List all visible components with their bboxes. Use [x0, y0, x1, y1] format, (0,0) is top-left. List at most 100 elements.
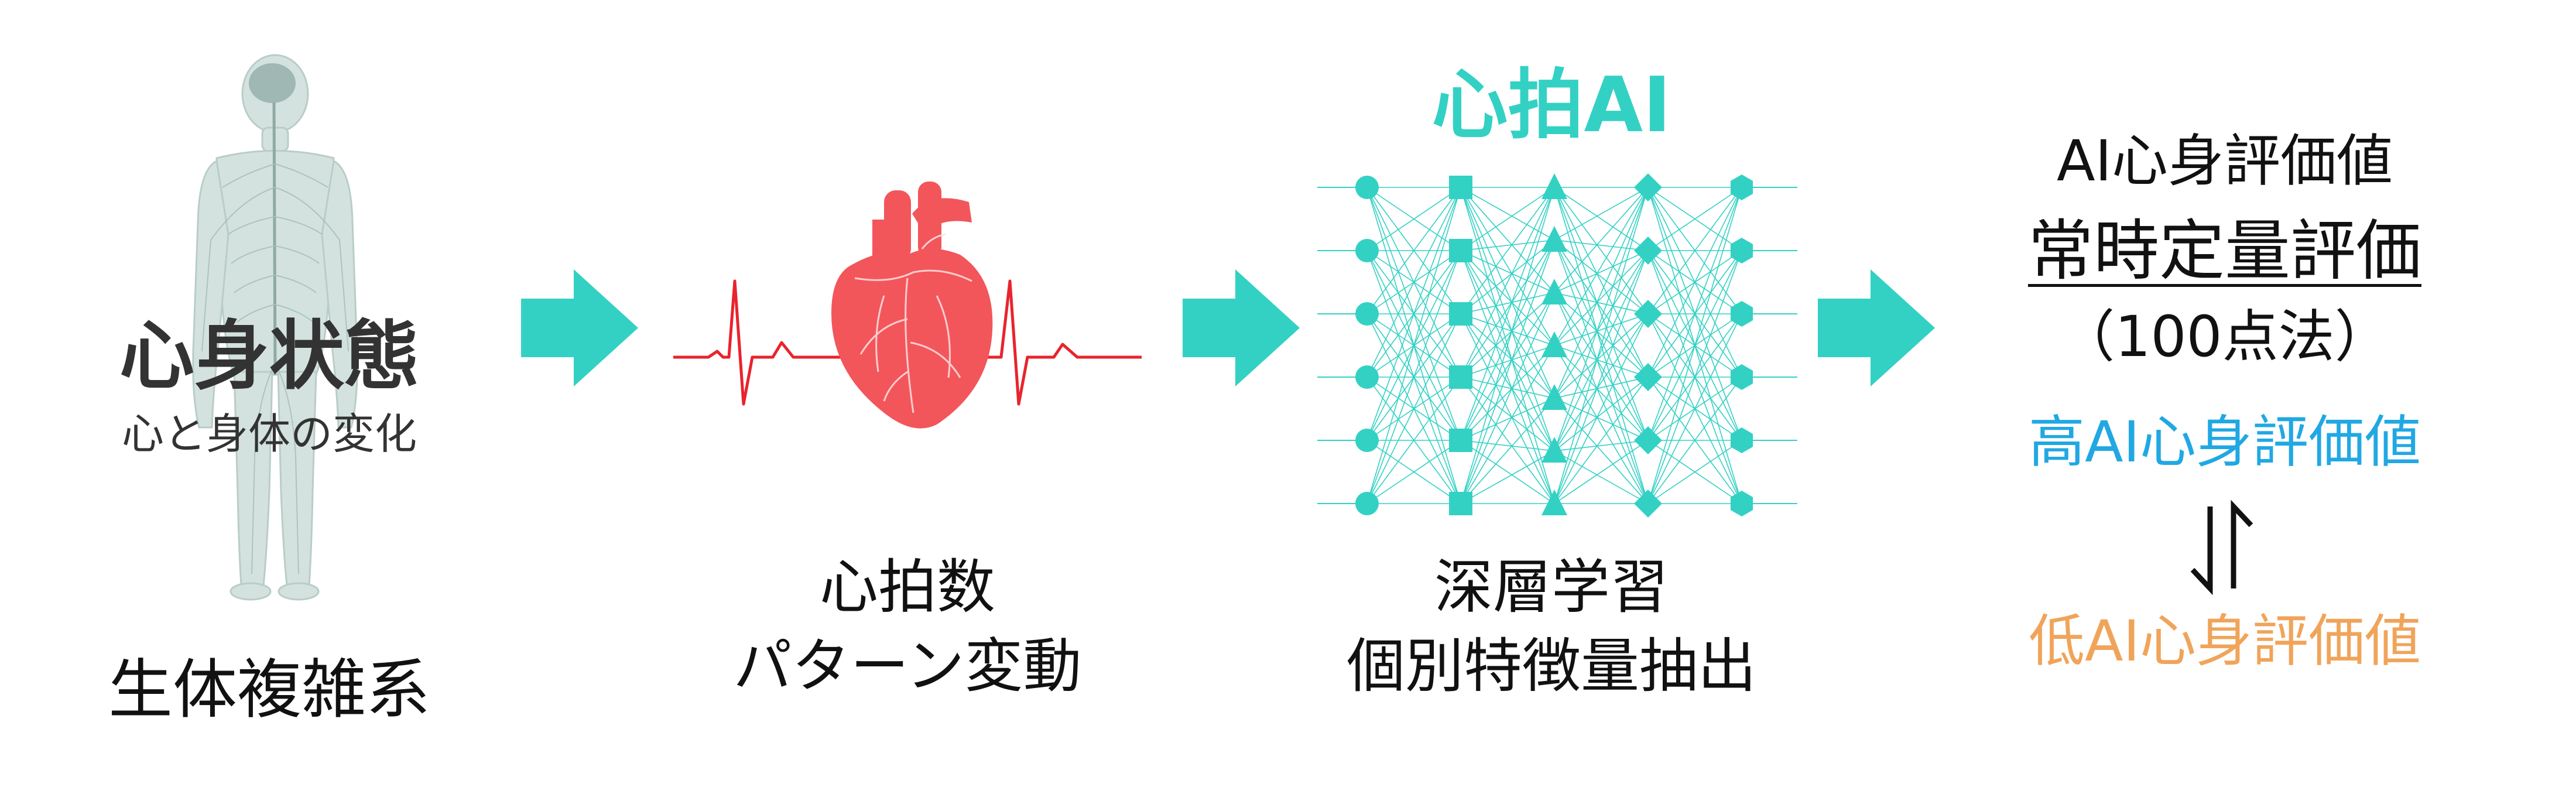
network-connection [1366, 187, 1461, 251]
network-connection [1366, 187, 1461, 441]
network-connection [1460, 313, 1555, 399]
network-connection [1460, 250, 1555, 504]
network-connection [1460, 398, 1555, 441]
network-connection [1554, 239, 1649, 314]
network-node-square [1449, 365, 1472, 389]
arrow-right-icon [521, 269, 638, 386]
network-connection [1554, 450, 1649, 504]
network-node-triangle [1542, 331, 1567, 357]
network-node-hexagon [1730, 364, 1753, 390]
network-connection [1366, 313, 1461, 504]
network-connection [1554, 239, 1649, 441]
network-node-triangle [1542, 384, 1567, 410]
network-node-triangle [1542, 437, 1567, 463]
network-node-diamond [1634, 490, 1662, 518]
arrow-right-icon [1818, 269, 1935, 386]
network-node-circle [1355, 365, 1379, 389]
network-connection [1460, 239, 1555, 378]
network-connection [1460, 187, 1555, 346]
network-connection [1554, 345, 1649, 441]
network-connection [1460, 187, 1555, 378]
arrow-right-icon [1183, 269, 1300, 386]
network-node-diamond [1634, 363, 1662, 391]
network-connection [1460, 313, 1555, 451]
network-node-diamond [1634, 237, 1662, 265]
network-connection [1554, 345, 1649, 378]
network-node-square [1449, 302, 1472, 326]
network-connection [1460, 250, 1555, 346]
network-connection [1554, 398, 1649, 504]
network-connection [1554, 187, 1649, 399]
network-connection [1366, 377, 1461, 504]
network-node-circle [1355, 239, 1379, 262]
network-connection [1554, 187, 1649, 378]
result-heading: AI心身評価値 [2057, 128, 2393, 194]
network-node-square [1449, 492, 1472, 515]
network-node-square [1449, 176, 1472, 199]
network-connection [1460, 440, 1555, 451]
body-caption: 生体複雑系 [108, 652, 430, 727]
network-connection [1460, 345, 1555, 378]
network-connection [1554, 345, 1649, 504]
network-connection [1460, 187, 1555, 441]
network-connection [1460, 377, 1555, 399]
network-node-square [1449, 239, 1472, 262]
network-connection [1554, 292, 1649, 504]
body-state-title: 心身状態 [119, 313, 419, 400]
network-connection [1554, 292, 1649, 441]
network-node-diamond [1634, 426, 1662, 454]
network-connection [1460, 313, 1555, 504]
network-node-hexagon [1730, 427, 1753, 453]
up-down-equilibrium-arrows-icon [2190, 499, 2253, 596]
heart-caption-line2: パターン変動 [733, 632, 1082, 700]
network-connection [1554, 250, 1649, 346]
network-node-square [1449, 429, 1472, 452]
network-connection [1460, 250, 1555, 293]
network-connection [1647, 377, 1742, 504]
network-connection [1460, 250, 1555, 451]
network-node-triangle [1542, 226, 1567, 252]
network-connection [1460, 239, 1555, 251]
network-connection [1554, 398, 1649, 441]
network-connection [1366, 440, 1461, 504]
network-connection [1460, 239, 1555, 314]
low-score-label: 低AI心身評価値 [2029, 608, 2421, 674]
network-connection [1460, 313, 1555, 346]
network-connection [1647, 250, 1742, 504]
network-connection [1554, 250, 1649, 293]
network-connection [1554, 313, 1649, 399]
network-connection [1460, 239, 1555, 441]
network-connection [1366, 187, 1461, 378]
network-connection [1554, 440, 1649, 504]
network-connection [1460, 292, 1555, 314]
heart-caption-line1: 心拍数 [820, 553, 995, 621]
network-connection [1554, 239, 1649, 504]
network-connection [1647, 187, 1742, 251]
network-connection [1554, 440, 1649, 451]
network-connection [1554, 250, 1649, 399]
network-connection [1554, 313, 1649, 451]
network-connection [1460, 187, 1555, 251]
network-connection [1460, 450, 1555, 504]
high-score-label: 高AI心身評価値 [2029, 409, 2421, 475]
network-node-triangle [1542, 173, 1567, 199]
network-connection [1554, 187, 1649, 293]
result-scale-note: （100点法） [2058, 304, 2391, 369]
network-connection [1366, 250, 1461, 504]
network-connection [1460, 187, 1555, 241]
network-connection [1554, 239, 1649, 251]
network-connection [1554, 377, 1649, 399]
network-connection [1460, 345, 1555, 441]
network-connection [1460, 187, 1555, 451]
network-connection [1647, 313, 1742, 504]
network-connection [1460, 345, 1555, 504]
network-connection [1554, 239, 1649, 378]
body-state-subtitle: 心と身体の変化 [121, 409, 417, 458]
network-connection [1554, 377, 1649, 451]
network-connection [1554, 187, 1649, 241]
network-connection [1554, 250, 1649, 504]
network-node-hexagon [1730, 301, 1753, 327]
ai-caption-line1: 深層学習 [1434, 553, 1669, 621]
network-node-hexagon [1730, 491, 1753, 516]
network-node-hexagon [1730, 238, 1753, 263]
